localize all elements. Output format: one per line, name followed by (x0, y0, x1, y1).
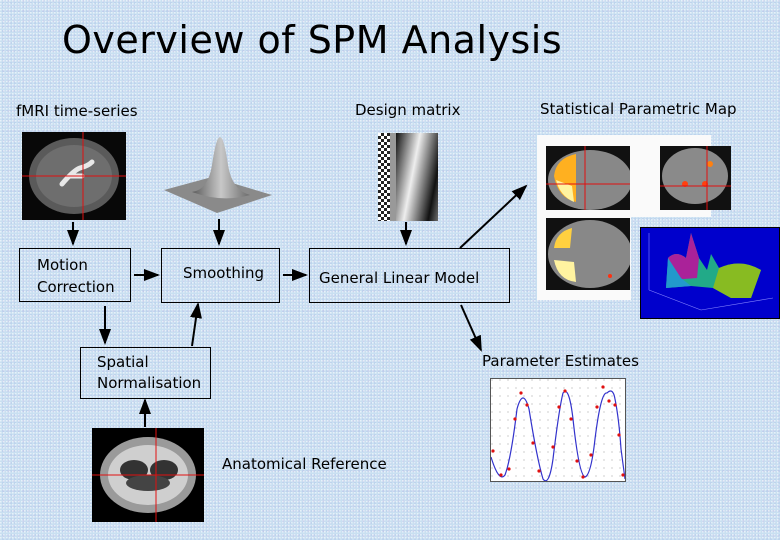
spatial-normalisation-line2: Normalisation (97, 374, 202, 392)
fmri-label: fMRI time-series (16, 102, 138, 120)
general-linear-model-box[interactable]: General Linear Model (309, 248, 510, 303)
design-matrix-image (378, 133, 438, 221)
parameter-estimates-plot (490, 378, 626, 482)
motion-correction-line1: Motion (37, 256, 88, 274)
smoothing-box[interactable]: Smoothing (161, 248, 280, 303)
spatial-normalisation-line1: Spatial (97, 353, 149, 371)
anatomical-reference-image (92, 428, 204, 522)
spm-coronal-slice (660, 146, 731, 210)
spm-3d-surface-plot (640, 227, 780, 319)
anatomical-reference-label: Anatomical Reference (222, 455, 387, 473)
motion-correction-box[interactable]: Motion Correction (19, 248, 131, 302)
design-matrix-label: Design matrix (355, 101, 461, 119)
parameter-estimates-label: Parameter Estimates (482, 352, 639, 370)
fmri-brain-image (22, 132, 126, 220)
spm-axial-slice (546, 218, 630, 290)
glm-label: General Linear Model (319, 269, 480, 287)
motion-correction-line2: Correction (37, 278, 115, 296)
spatial-normalisation-box[interactable]: Spatial Normalisation (80, 347, 211, 399)
spm-sagittal-slice (546, 146, 630, 210)
spm-label: Statistical Parametric Map (540, 100, 737, 118)
gaussian-kernel-image (162, 135, 276, 215)
smoothing-label: Smoothing (183, 264, 265, 282)
page-title: Overview of SPM Analysis (62, 18, 563, 62)
